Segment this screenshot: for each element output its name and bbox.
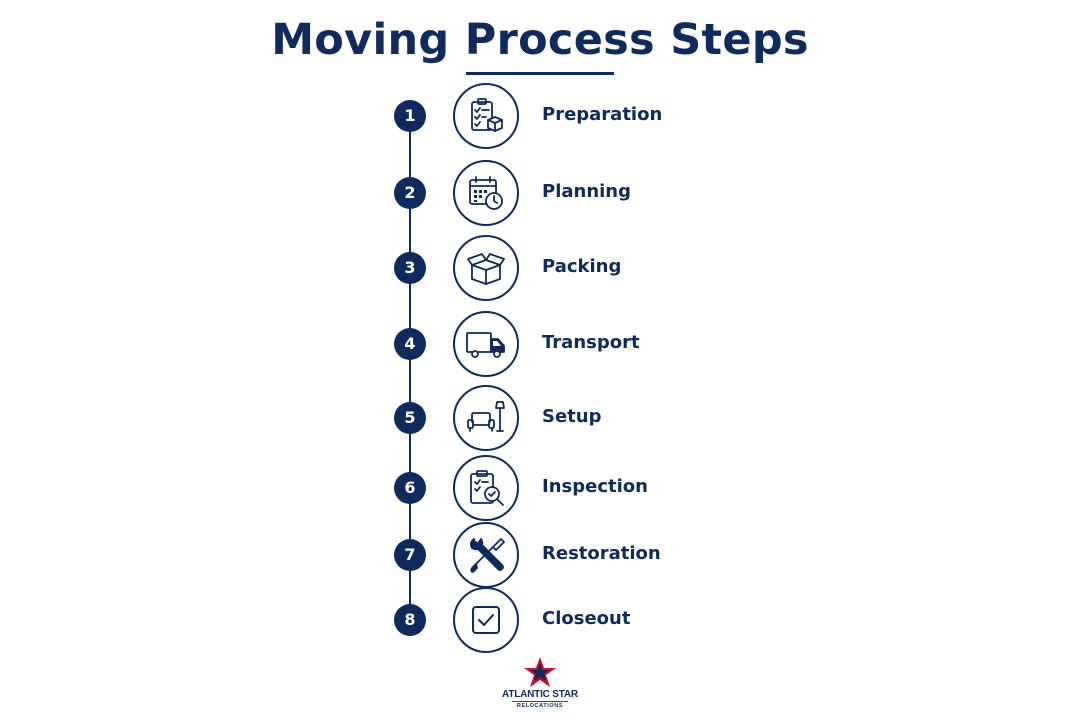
step-icon-circle — [453, 587, 519, 653]
step-number-badge: 4 — [394, 328, 426, 360]
step-label: Restoration — [542, 543, 661, 564]
timeline-line — [409, 116, 411, 620]
calendar-clock-icon — [469, 176, 503, 210]
checklist-box-icon — [471, 98, 503, 132]
page-title: Moving Process Steps — [271, 15, 809, 65]
clipboard-magnifier-icon — [470, 470, 504, 506]
step-label: Setup — [542, 406, 602, 427]
step-number-badge: 3 — [394, 252, 426, 284]
company-logo: ATLANTIC STAR RELOCATIONS — [490, 656, 590, 714]
step-label: Packing — [542, 256, 622, 277]
step-icon-circle — [453, 160, 519, 226]
logo-subtitle: RELOCATIONS — [512, 701, 568, 710]
truck-icon — [466, 332, 505, 358]
wrench-screwdriver-icon — [469, 538, 505, 573]
step-number-badge: 2 — [394, 177, 426, 209]
step-label: Planning — [542, 181, 632, 202]
step-number-badge: 7 — [394, 539, 426, 571]
star-logo-icon — [524, 657, 556, 687]
title-underline — [466, 72, 614, 75]
step-number-badge: 6 — [394, 472, 426, 504]
checkbox-icon — [472, 606, 500, 634]
logo-name: ATLANTIC STAR — [502, 689, 578, 700]
step-icon-circle — [453, 235, 519, 301]
step-icon-circle — [453, 455, 519, 521]
step-icon-circle — [453, 311, 519, 377]
step-number-badge: 8 — [394, 604, 426, 636]
step-label: Closeout — [542, 608, 631, 629]
step-label: Preparation — [542, 104, 663, 125]
open-box-icon — [467, 253, 505, 285]
step-icon-circle — [453, 385, 519, 451]
step-number-badge: 5 — [394, 402, 426, 434]
sofa-lamp-icon — [467, 401, 505, 432]
step-number-badge: 1 — [394, 100, 426, 132]
step-label: Inspection — [542, 476, 648, 497]
step-icon-circle — [453, 522, 519, 588]
step-icon-circle — [453, 83, 519, 149]
step-label: Transport — [542, 332, 640, 353]
